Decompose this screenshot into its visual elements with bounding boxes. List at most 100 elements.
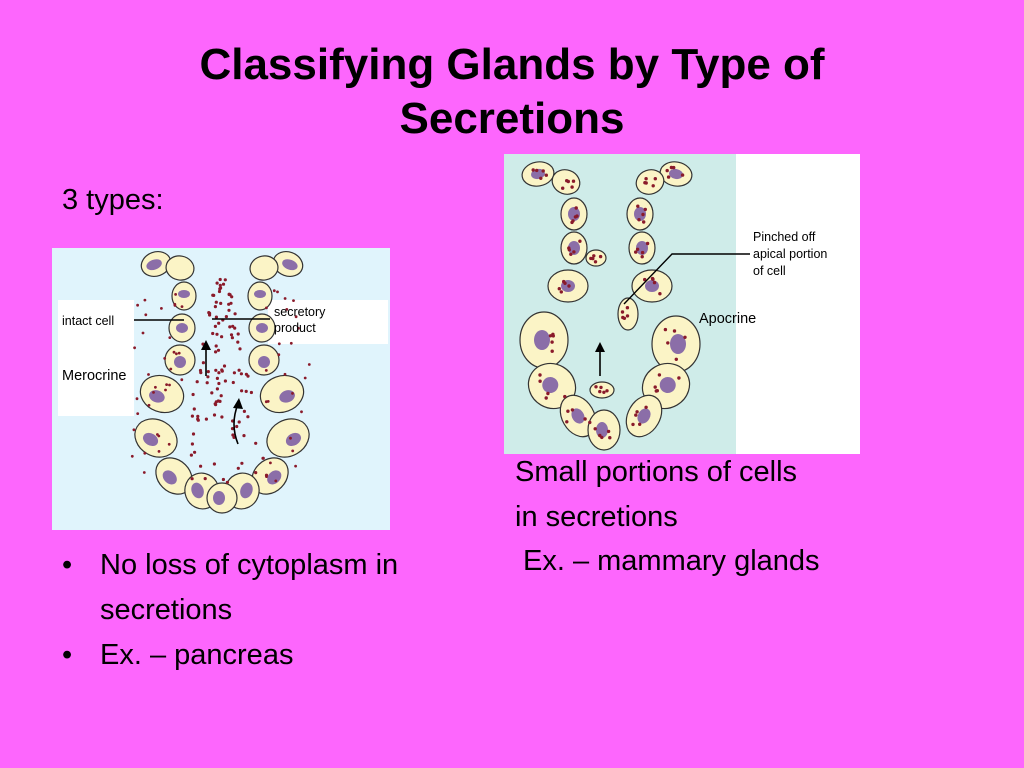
secretory-granule (219, 301, 223, 305)
cell-granule (277, 342, 281, 346)
secretory-granule (242, 409, 246, 413)
apocrine-granule (563, 281, 567, 285)
cell-nucleus (645, 280, 659, 292)
secretory-granule (224, 315, 228, 319)
cell-granule (157, 434, 161, 438)
secretory-granule (240, 461, 244, 465)
cell-granule (272, 289, 276, 293)
cell-nucleus (670, 334, 686, 354)
apocrine-granule (535, 168, 539, 173)
apocrine-arrow-head (595, 342, 605, 352)
cell-nucleus (213, 491, 225, 505)
apocrine-desc-line-2: in secretions (515, 501, 678, 533)
apocrine-granule (571, 179, 576, 183)
apocrine-granule (561, 186, 565, 190)
pinched-label-3: of cell (753, 264, 786, 278)
secretory-granule (242, 434, 246, 438)
cell-granule (285, 308, 289, 311)
secretory-granule (231, 433, 235, 437)
secretory-granule (195, 380, 199, 384)
cell-granule (303, 376, 307, 380)
apocrine-granule (539, 176, 543, 180)
cell-granule (264, 369, 268, 372)
secretory-granule (237, 420, 241, 424)
cell-nucleus (256, 323, 268, 333)
merocrine-cell (165, 255, 195, 281)
apocrine-granule (567, 284, 571, 288)
cell-granule (143, 451, 147, 455)
cell-body (635, 169, 665, 195)
secretion-arrow-lower-head (233, 398, 243, 409)
secretory-granule (191, 392, 195, 397)
apocrine-granule (644, 177, 648, 181)
secretory-granule (196, 418, 200, 422)
cell-granule (168, 336, 172, 339)
apocrine-granule (570, 408, 575, 412)
cell-granule (174, 293, 177, 296)
apocrine-granule (593, 260, 598, 264)
secretory-granule (206, 370, 210, 374)
apocrine-granule (674, 357, 678, 361)
apocrine-granule (663, 327, 668, 332)
cell-nucleus (178, 290, 190, 298)
merocrine-figure: intact cell secretory product Merocrine (52, 248, 390, 530)
cell-nucleus (568, 207, 580, 221)
apocrine-cell (651, 315, 701, 373)
secretory-granule (230, 295, 234, 299)
merocrine-diagram: intact cell secretory product Merocrine (58, 251, 388, 514)
apocrine-granule (680, 173, 685, 177)
cell-nucleus (279, 390, 295, 403)
secretory-granule (227, 308, 231, 312)
apocrine-granule (548, 334, 553, 338)
apocrine-granule (550, 349, 554, 353)
secretory-granule (220, 335, 224, 339)
apocrine-granule (657, 373, 662, 377)
apocrine-cell (589, 381, 615, 399)
secretory-granule (199, 464, 203, 468)
cell-granule (135, 397, 139, 401)
apocrine-granule (572, 250, 576, 254)
apocrine-granule (594, 385, 598, 389)
apocrine-granule (637, 218, 641, 222)
secretory-granule (213, 305, 217, 309)
secretory-granule (217, 381, 221, 386)
apocrine-granule (640, 255, 644, 259)
apocrine-granule (541, 169, 545, 173)
apocrine-granule (655, 389, 659, 393)
cell-nucleus (636, 241, 648, 255)
cell-granule (168, 383, 171, 387)
apocrine-granule (643, 207, 647, 212)
apocrine-granule (620, 310, 625, 314)
apocrine-granule (653, 177, 657, 181)
apocrine-granule (651, 184, 655, 188)
cell-nucleus (571, 408, 585, 424)
cell-granule (163, 357, 167, 360)
cell-granule (265, 306, 268, 310)
title-line-1: Classifying Glands by Type of (199, 40, 825, 89)
secretory-granule (192, 407, 196, 411)
cell-granule (133, 346, 136, 350)
apocrine-granule (606, 429, 611, 434)
secretory-granule (212, 462, 216, 466)
secretory-granule (221, 477, 225, 482)
merocrine-cell (164, 344, 196, 376)
cell-nucleus (637, 408, 651, 424)
secretory-granule (214, 368, 218, 372)
cell-granule (147, 373, 150, 376)
secretory-granule (193, 450, 197, 454)
apocrine-granule (605, 389, 609, 393)
slide-title: Classifying Glands by Type of Secretions (0, 38, 1024, 146)
title-line-2: Secretions (399, 94, 625, 143)
secretory-granule (230, 336, 234, 340)
apocrine-granule (638, 422, 642, 426)
apocrine-granule (563, 394, 567, 399)
cell-granule (297, 326, 300, 330)
secretory-granule (220, 415, 224, 419)
secretory-granule (217, 371, 221, 375)
secretory-granule (210, 391, 214, 395)
cell-granule (277, 353, 281, 357)
cell-granule (274, 479, 278, 483)
cell-granule (143, 298, 147, 302)
secretory-label-box (268, 300, 388, 344)
apocrine-cell (585, 249, 607, 267)
